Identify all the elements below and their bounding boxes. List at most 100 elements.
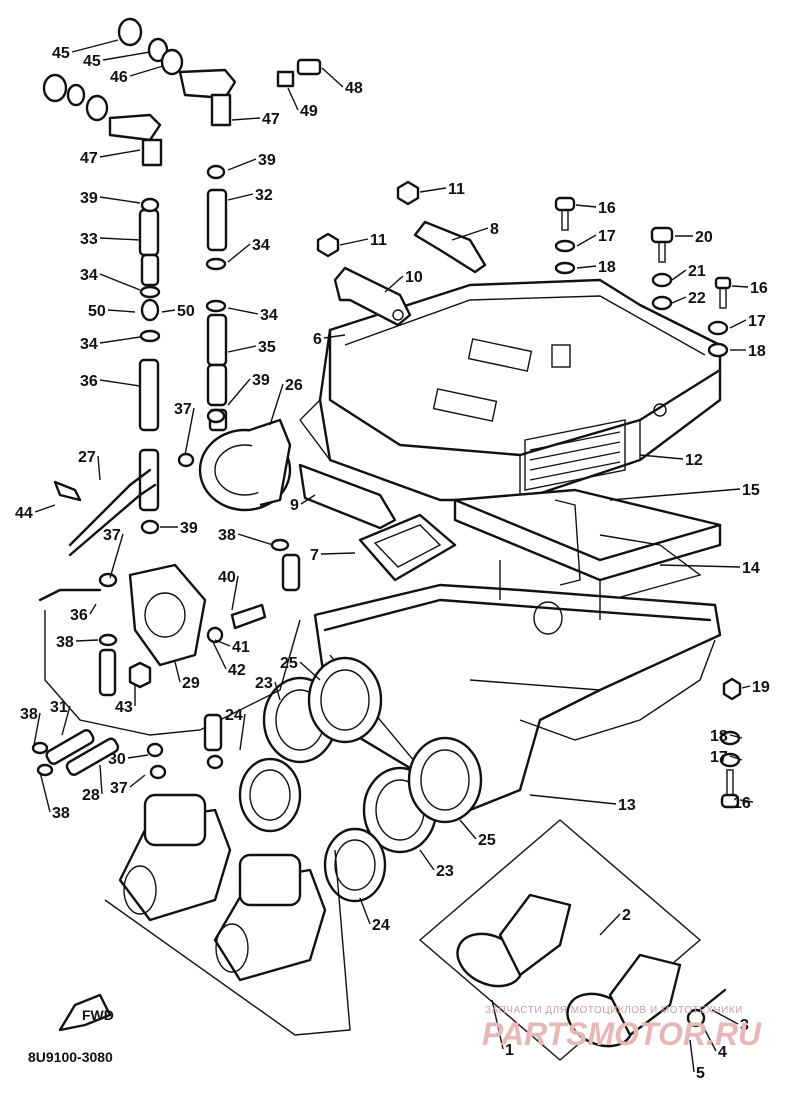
leader-39	[227, 378, 251, 406]
callout-50: 50	[88, 303, 106, 320]
leader-6	[323, 334, 346, 339]
leader-3	[711, 1009, 739, 1025]
callout-25: 25	[478, 832, 496, 849]
callout-3: 3	[740, 1017, 749, 1034]
callout-45: 45	[52, 45, 70, 62]
callout-17: 17	[748, 313, 766, 330]
small-clips	[31, 164, 290, 780]
callout-17: 17	[598, 228, 616, 245]
callout-35: 35	[258, 339, 276, 356]
stay-29	[128, 563, 267, 689]
leader-41	[214, 639, 231, 647]
callout-34: 34	[252, 237, 270, 254]
leader-11	[419, 187, 447, 193]
leader-21	[671, 269, 687, 281]
callout-40: 40	[218, 569, 236, 586]
callout-16: 16	[750, 280, 768, 297]
leader-18	[729, 734, 743, 739]
callout-39: 39	[252, 372, 270, 389]
callout-42: 42	[228, 662, 246, 679]
leader-31	[61, 705, 71, 736]
leader-22	[671, 296, 687, 304]
intake-manifolds	[418, 819, 727, 1061]
callout-30: 30	[108, 751, 126, 768]
leader-34	[227, 243, 251, 263]
leader-2	[599, 913, 621, 936]
bolts-washers-right	[554, 196, 742, 809]
fwd-label: FWD	[82, 1007, 114, 1023]
leader-42	[211, 639, 227, 670]
callout-38: 38	[52, 805, 70, 822]
leader-17	[729, 755, 743, 761]
leader-32	[227, 193, 254, 201]
callout-37: 37	[174, 401, 192, 418]
callout-9: 9	[290, 497, 299, 514]
intake-joints	[238, 656, 483, 903]
callout-34: 34	[80, 336, 98, 353]
leader-44	[34, 504, 56, 513]
callout-39: 39	[258, 152, 276, 169]
callout-36: 36	[70, 607, 88, 624]
leader-16	[575, 204, 597, 208]
callout-41: 41	[232, 639, 250, 656]
leader-39	[99, 196, 141, 204]
leader-1	[491, 999, 504, 1050]
callout-15: 15	[742, 482, 760, 499]
callout-32: 32	[255, 187, 273, 204]
callout-18: 18	[598, 259, 616, 276]
callout-37: 37	[110, 780, 128, 797]
callout-39: 39	[80, 190, 98, 207]
callout-11: 11	[448, 181, 465, 198]
leader-38	[75, 639, 99, 642]
leader-26	[269, 383, 284, 426]
callout-48: 48	[345, 80, 363, 97]
callout-49: 49	[300, 103, 318, 120]
bracket-10	[333, 266, 412, 327]
joint-7	[358, 513, 457, 582]
callout-20: 20	[695, 229, 713, 246]
leader-17	[576, 234, 597, 247]
leader-36	[99, 379, 141, 387]
callout-labels: 1234567891011111213141516161617171718181…	[15, 45, 770, 1082]
callout-26: 26	[285, 377, 303, 394]
leader-15	[609, 488, 741, 501]
leader-23	[274, 681, 281, 701]
callout-23: 23	[255, 675, 273, 692]
callout-23: 23	[436, 863, 454, 880]
leader-50	[161, 309, 176, 313]
leader-34	[99, 336, 141, 344]
callout-50: 50	[177, 303, 195, 320]
callout-22: 22	[688, 290, 706, 307]
callout-16: 16	[733, 795, 751, 812]
leader-25	[299, 661, 321, 681]
callout-43: 43	[115, 699, 133, 716]
callout-24: 24	[225, 707, 243, 724]
nut-11	[316, 180, 420, 258]
leader-34	[99, 273, 141, 291]
callout-18: 18	[748, 343, 766, 360]
callout-18: 18	[710, 728, 728, 745]
leader-33	[99, 237, 141, 241]
leader-14	[659, 564, 741, 568]
callout-47: 47	[80, 150, 98, 167]
leader-35	[227, 345, 257, 353]
leader-39	[227, 158, 257, 171]
leader-49	[287, 87, 299, 111]
callout-28: 28	[82, 787, 100, 804]
callout-39: 39	[180, 520, 198, 537]
element-14-15	[453, 488, 722, 601]
callout-12: 12	[685, 452, 703, 469]
leader-5	[689, 1039, 695, 1073]
leader-16	[731, 285, 749, 288]
leader-11	[339, 238, 369, 246]
callout-36: 36	[80, 373, 98, 390]
watermark-line1: ЗАПЧАСТИ ДЛЯ МОТОЦИКЛОВ И МОТОТЕХНИКИ	[485, 1005, 743, 1016]
leader-48	[321, 67, 344, 88]
callout-47: 47	[262, 111, 280, 128]
leader-30	[127, 754, 149, 759]
leader-45	[102, 51, 151, 61]
callout-38: 38	[218, 527, 236, 544]
leader-18	[576, 265, 597, 269]
